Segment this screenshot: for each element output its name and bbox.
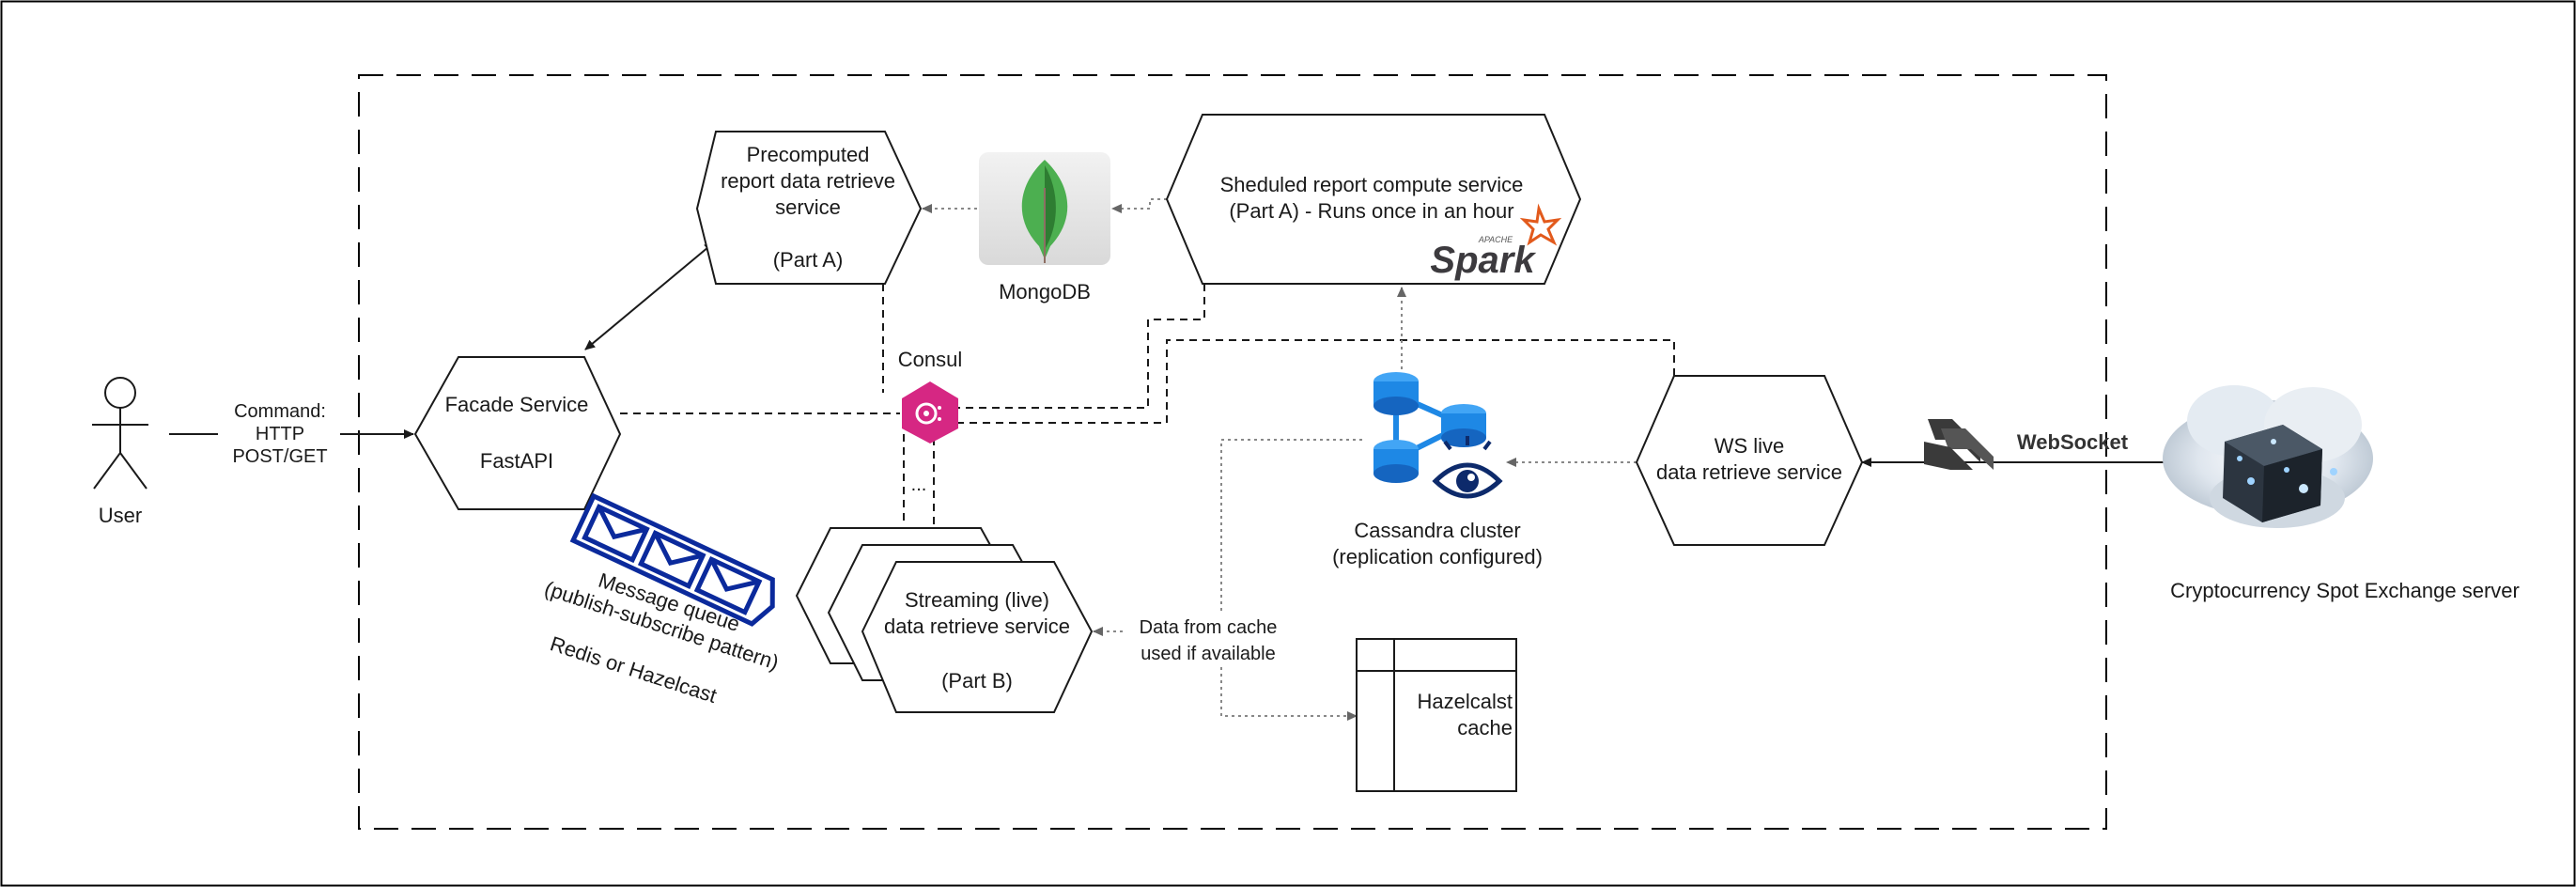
precomputed-service[interactable]: Precomputed report data retrieve service… xyxy=(695,131,923,285)
edge-ws-consul xyxy=(953,339,1675,424)
facade-title: Facade Service xyxy=(445,393,589,416)
streaming-ellipsis: ... xyxy=(911,475,927,495)
websocket-icon xyxy=(1924,419,1994,470)
spark-logo-text: Spark xyxy=(1430,240,1536,281)
mongodb-label: MongoDB xyxy=(999,280,1091,303)
cassandra-cluster[interactable]: Cassandra cluster (replication configure… xyxy=(1332,372,1543,568)
hazelcast-box xyxy=(1356,638,1517,792)
precomputed-line3: service xyxy=(775,195,841,219)
envelope-icon xyxy=(582,504,650,564)
spark-service[interactable]: Sheduled report compute service (Part A)… xyxy=(1165,114,1582,285)
envelope-icon xyxy=(637,530,706,589)
mongodb-leaf-icon xyxy=(1021,160,1068,263)
spark-logo: APACHE Spark xyxy=(1430,203,1562,281)
system-boundary xyxy=(358,74,2107,830)
streaming-line2: data retrieve service xyxy=(884,615,1070,638)
websocket-label: WebSocket xyxy=(2017,430,2129,454)
precomputed-line2: report data retrieve xyxy=(721,169,895,193)
spark-star-icon xyxy=(1519,203,1562,246)
spark-line2: (Part A) - Runs once in an hour xyxy=(1229,199,1513,223)
user-head xyxy=(104,377,136,409)
precomputed-hexagon xyxy=(695,131,923,285)
streaming-line1: Streaming (live) xyxy=(905,588,1049,612)
facade-framework: FastAPI xyxy=(480,449,553,473)
cache-note: Data from cache used if available xyxy=(1124,613,1291,667)
mongodb[interactable]: MongoDB xyxy=(979,152,1110,303)
cassandra-cluster-icon xyxy=(1373,372,1486,483)
ws-line2: data retrieve service xyxy=(1656,460,1842,484)
exchange-label: Cryptocurrency Spot Exchange server xyxy=(2170,579,2520,602)
edge-spark-mongodb xyxy=(1111,198,1167,213)
command-label: Command: HTTP POST/GET xyxy=(218,395,340,470)
message-queue[interactable]: Message queue (publish-subscribe pattern… xyxy=(526,492,789,723)
edge-facade-precomputed xyxy=(584,241,715,350)
streaming-hexagon-front xyxy=(861,561,1094,713)
edge-spark-consul xyxy=(953,284,1205,409)
cassandra-line2: (replication configured) xyxy=(1332,545,1543,568)
spark-hexagon xyxy=(1165,114,1582,285)
cache-note-line1: Data from cache xyxy=(1140,617,1278,638)
exchange-server[interactable]: Cryptocurrency Spot Exchange server xyxy=(2163,385,2520,602)
command-line3: POST/GET xyxy=(232,446,327,467)
cloud-server-icon xyxy=(2163,385,2373,528)
cassandra-line1: Cassandra cluster xyxy=(1354,519,1520,542)
queue-icon xyxy=(569,492,775,627)
precomputed-part: (Part A) xyxy=(773,248,844,272)
streaming-part: (Part B) xyxy=(941,669,1013,692)
ws-hexagon xyxy=(1635,375,1864,546)
spark-line1: Sheduled report compute service xyxy=(1220,173,1524,196)
edge-cassandra-cache xyxy=(1220,439,1362,721)
hazelcast-cache[interactable]: Hazelcalst cache xyxy=(1356,638,1517,792)
consul-hexagon-icon xyxy=(902,381,958,444)
cache-note-line2: used if available xyxy=(1141,644,1275,664)
hazelcast-line1: Hazelcalst xyxy=(1418,690,1513,713)
facade-hexagon xyxy=(413,356,622,510)
user-actor: User xyxy=(92,377,148,527)
hazelcast-line2: cache xyxy=(1457,716,1513,739)
websocket-badge: WebSocket xyxy=(1924,419,2129,470)
eye-icon xyxy=(1432,436,1503,499)
envelope-icon xyxy=(693,555,763,615)
command-line1: Command: xyxy=(234,401,326,422)
ws-service[interactable]: WS live data retrieve service xyxy=(1635,375,1864,546)
command-line2: HTTP xyxy=(256,424,304,444)
user-label: User xyxy=(99,504,142,527)
streaming-service[interactable]: ... Streaming (live) data retrieve servi… xyxy=(795,475,1094,713)
spark-logo-apache: APACHE xyxy=(1478,235,1513,244)
consul-ring xyxy=(915,402,938,425)
ws-line1: WS live xyxy=(1715,434,1785,458)
facade-service[interactable]: Facade Service FastAPI xyxy=(413,356,622,510)
consul-label: Consul xyxy=(898,348,962,371)
consul[interactable]: Consul xyxy=(898,348,962,444)
precomputed-line1: Precomputed xyxy=(747,143,870,166)
